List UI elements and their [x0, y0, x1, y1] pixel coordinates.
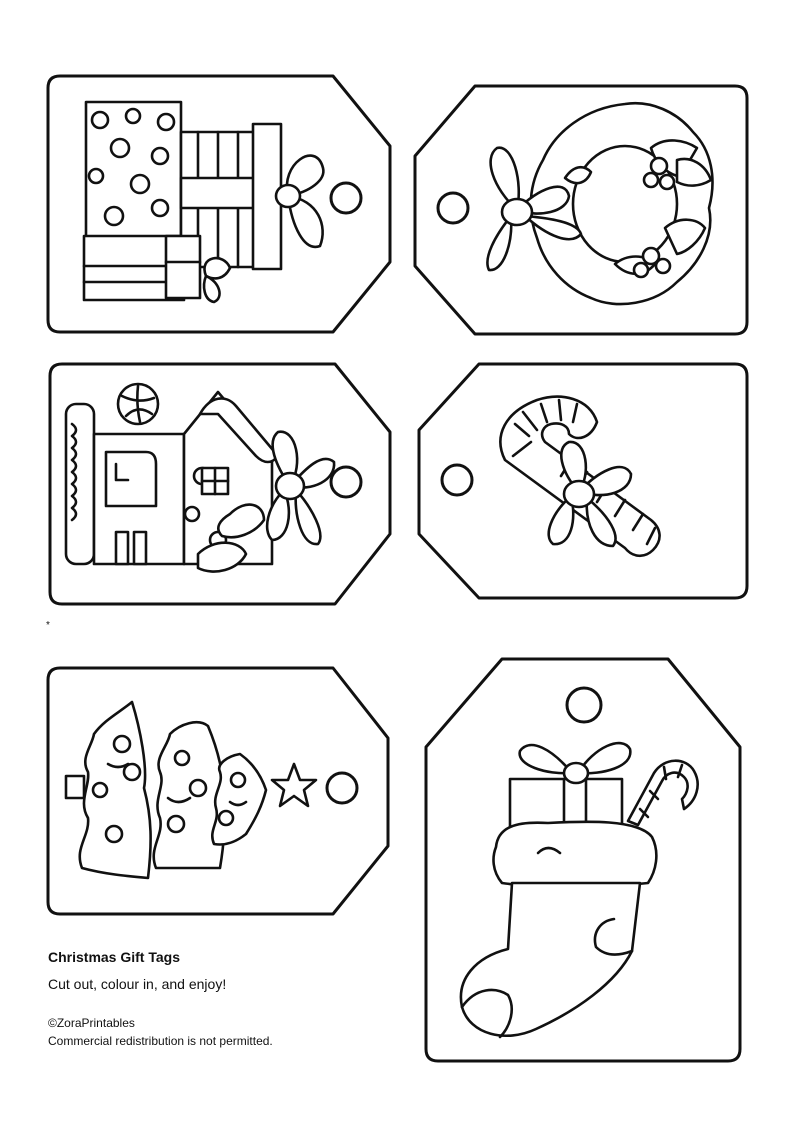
footnote-marker: *	[46, 620, 50, 631]
stocking-icon	[459, 741, 699, 1039]
tag-hole	[329, 181, 363, 215]
gingerbread-house-icon	[64, 382, 336, 573]
gift-boxes-icon	[82, 100, 325, 304]
candy-cane-icon	[499, 395, 661, 558]
gift-tag-candy-cane	[417, 362, 749, 600]
gift-tag-presents	[46, 74, 392, 334]
tag-hole	[565, 686, 603, 724]
tag-hole	[436, 191, 470, 225]
christmas-tree-icon	[64, 700, 318, 880]
tag-hole	[440, 463, 474, 497]
license-notice: Commercial redistribution is not permitt…	[48, 1034, 273, 1048]
tag-hole	[329, 465, 363, 499]
gift-tag-christmas-tree	[46, 666, 390, 916]
gift-tag-stocking	[424, 657, 742, 1063]
gift-tag-wreath	[413, 84, 749, 336]
wreath-icon	[486, 101, 714, 306]
page-title: Christmas Gift Tags	[48, 949, 180, 965]
tag-hole	[325, 771, 359, 805]
page-subtitle: Cut out, colour in, and enjoy!	[48, 976, 227, 992]
gift-tag-gingerbread-house	[48, 362, 392, 606]
copyright-text: ©ZoraPrintables	[48, 1016, 135, 1030]
